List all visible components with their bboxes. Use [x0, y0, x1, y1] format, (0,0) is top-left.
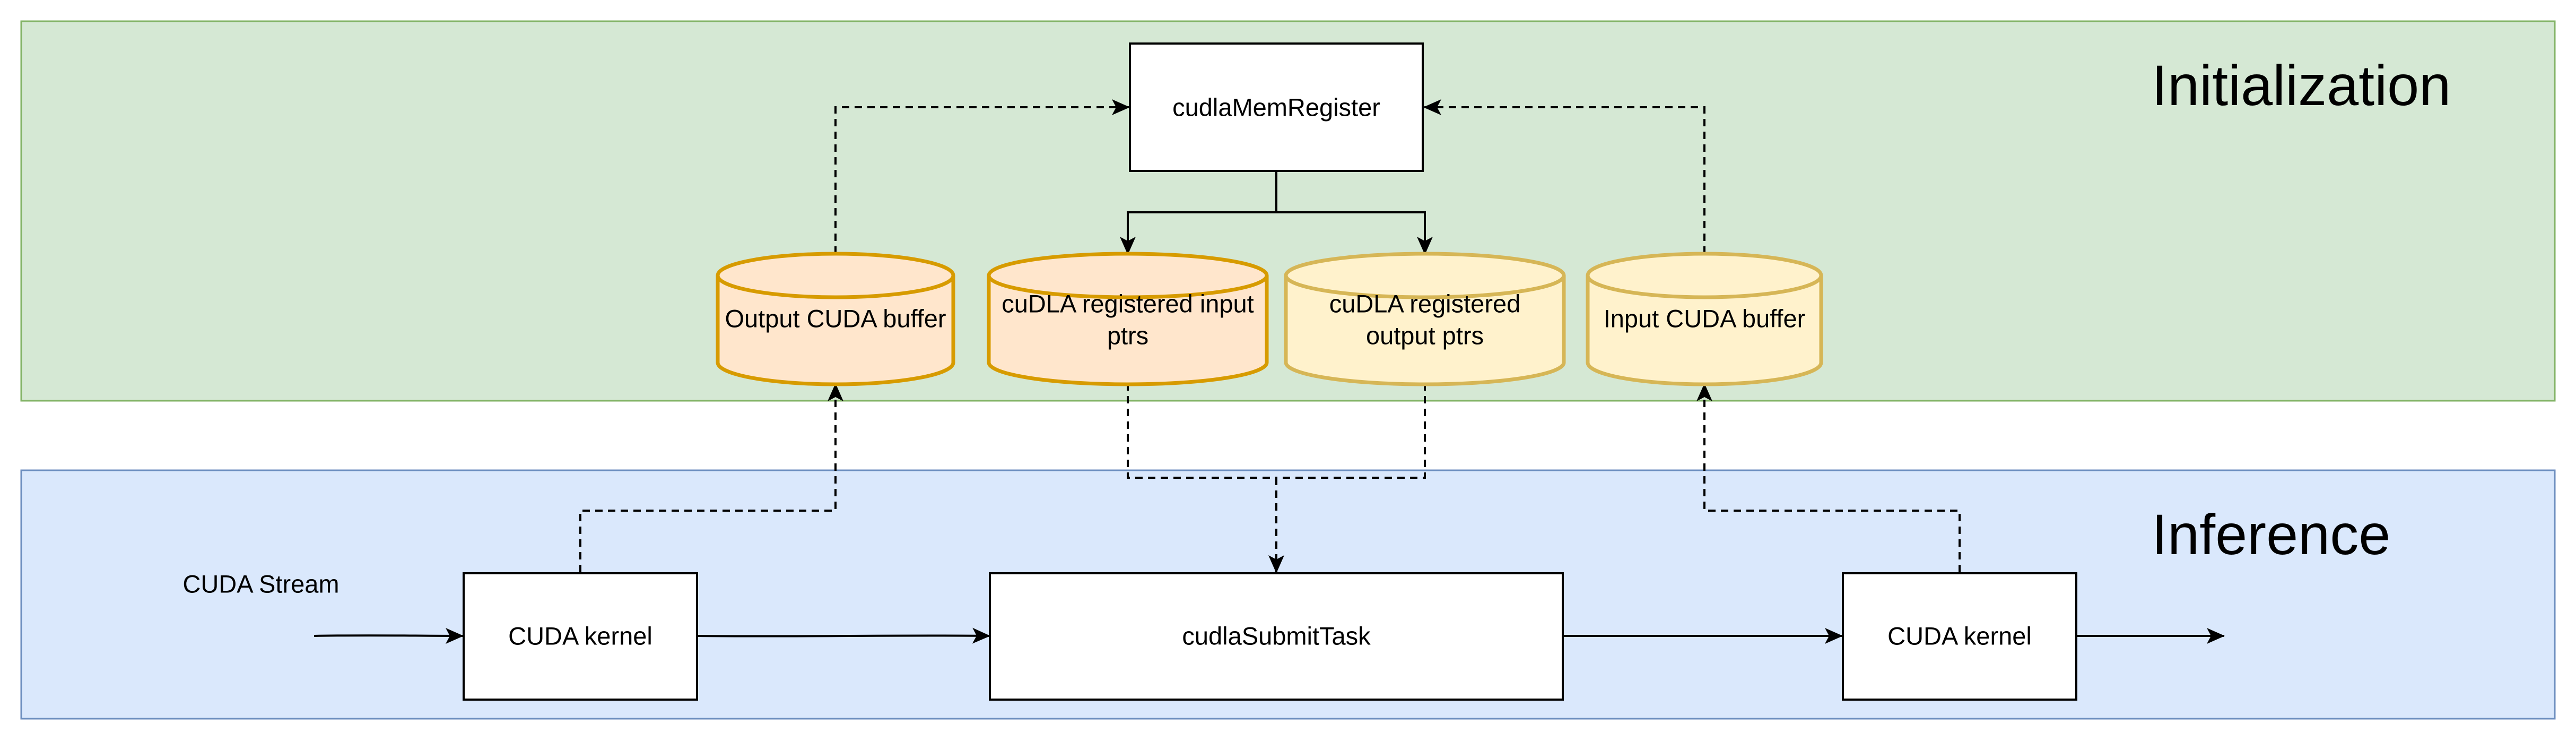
submit-task-node[interactable]: cudlaSubmitTask [989, 572, 1564, 701]
connector-memregister-to-registered-input [1120, 211, 1276, 255]
registered-input-ptrs-label-line1: cuDLA registered input [1002, 290, 1254, 318]
memregister-node[interactable]: cudlaMemRegister [1129, 42, 1424, 172]
registered-input-ptrs-label-line2: ptrs [1107, 322, 1148, 350]
input-cuda-buffer-top [1586, 252, 1823, 299]
output-cuda-buffer-label: Output CUDA buffer [725, 305, 946, 333]
connector-memregister-to-registered-output [1276, 211, 1433, 255]
registered-output-ptrs-label-line1: cuDLA registered [1329, 290, 1521, 318]
initialization-lane-title: Initialization [2152, 53, 2451, 117]
kernel-left-label: CUDA kernel [508, 622, 652, 650]
kernel-right-label: CUDA kernel [1887, 622, 2032, 650]
connector-registered-input-to-submit [1127, 383, 1276, 479]
registered-input-ptrs[interactable]: cuDLA registered input ptrs [987, 252, 1269, 386]
connector-kernel-left-to-submit [698, 627, 990, 644]
submit-task-box [989, 572, 1564, 701]
cuda-stream-label: CUDA Stream [182, 570, 339, 598]
connectors [314, 99, 2225, 644]
connector-registered-output-to-submit [1276, 383, 1426, 479]
connector-kernel-right-to-input-buffer [1696, 383, 1961, 572]
memregister-label: cudlaMemRegister [1172, 93, 1380, 122]
registered-input-ptrs-body [987, 275, 1269, 386]
registered-output-ptrs-body [1284, 275, 1566, 386]
output-cuda-buffer-body [716, 275, 955, 386]
registered-output-ptrs[interactable]: cuDLA registered output ptrs [1284, 252, 1566, 386]
output-cuda-buffer-top [716, 252, 955, 299]
connector-kernel-left-to-output-buffer [579, 383, 843, 572]
submit-task-label: cudlaSubmitTask [1182, 622, 1371, 650]
registered-output-ptrs-top [1284, 252, 1566, 299]
inference-lane-title: Inference [2152, 502, 2390, 566]
kernel-right-box [1842, 572, 2077, 701]
kernel-left-node[interactable]: CUDA kernel [463, 572, 698, 701]
registered-input-ptrs-top [987, 252, 1269, 299]
input-cuda-buffer[interactable]: Input CUDA buffer [1586, 252, 1823, 386]
connector-input-buffer-to-memregister [1423, 99, 1705, 254]
kernel-right-node[interactable]: CUDA kernel [1842, 572, 2077, 701]
memregister-box [1129, 42, 1424, 172]
input-cuda-buffer-body [1586, 275, 1823, 386]
kernel-left-box [463, 572, 698, 701]
input-cuda-buffer-label: Input CUDA buffer [1604, 305, 1806, 333]
connector-output-buffer-to-memregister [834, 99, 1130, 254]
connector-stream-to-kernel-left [314, 627, 464, 644]
registered-output-ptrs-label-line2: output ptrs [1366, 322, 1484, 350]
output-cuda-buffer[interactable]: Output CUDA buffer [716, 252, 955, 386]
